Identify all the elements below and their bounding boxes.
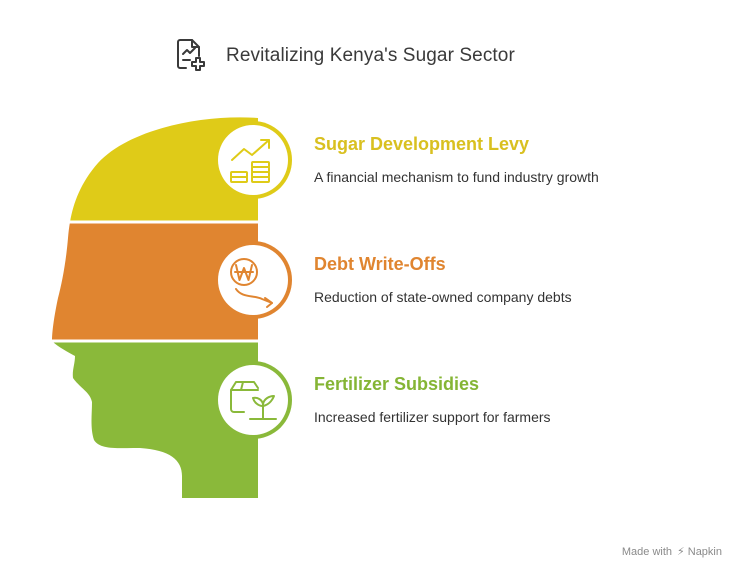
item-description: Increased fertilizer support for farmers [314,409,551,425]
item-debt-write-offs: Debt Write-Offs Reduction of state-owned… [314,253,714,306]
head-band-bottom [52,341,258,498]
head-band-middle [52,222,258,341]
item-description: A financial mechanism to fund industry g… [314,169,599,185]
box-plant-sprout-icon [214,361,292,439]
item-description: Reduction of state-owned company debts [314,289,572,305]
brand-label: Napkin [687,545,722,558]
item-title: Debt Write-Offs [314,254,446,274]
document-chart-plus-icon [177,39,205,71]
item-sugar-development-levy: Sugar Development Levy A financial mecha… [314,133,714,186]
header: Revitalizing Kenya's Sugar Sector [172,36,515,76]
napkin-icon: ⚡ [677,546,685,558]
item-title: Sugar Development Levy [314,134,530,154]
won-coin-down-arrow-icon [214,241,292,319]
head-band-top [70,117,258,222]
page-title: Revitalizing Kenya's Sugar Sector [226,45,515,66]
coins-growth-chart-icon [214,121,292,199]
item-fertilizer-subsidies: Fertilizer Subsidies Increased fertilize… [314,373,714,426]
footer: Made with ⚡ Napkin [621,545,722,559]
item-title: Fertilizer Subsidies [314,374,480,394]
made-with-label: Made with [621,545,673,558]
